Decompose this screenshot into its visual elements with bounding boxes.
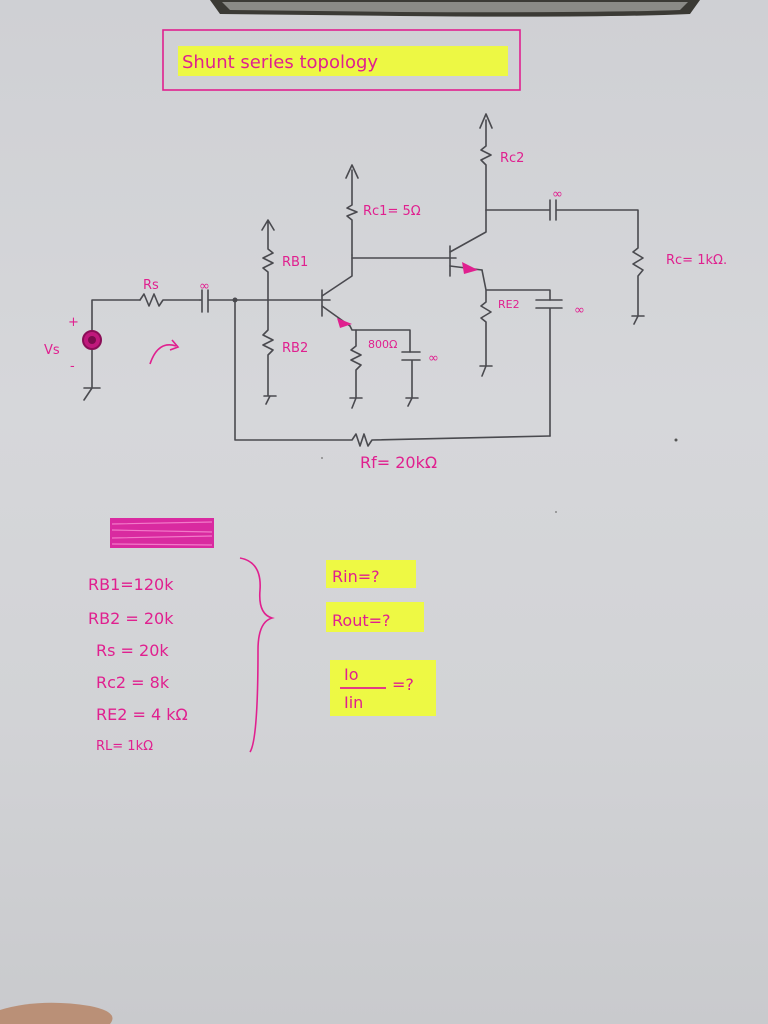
device-edge [210, 0, 700, 17]
given-rb2: RB2 = 20k [88, 609, 174, 628]
label-cap-in: ∞ [199, 279, 210, 294]
given-rb1: RB1=120k [88, 575, 174, 594]
questions: Rin=? Rout=? Io Iin =? [326, 560, 436, 716]
title-text: Shunt series topology [182, 52, 378, 73]
label-rb1: RB1 [282, 255, 308, 270]
question-rout: Rout=? [332, 611, 391, 630]
question-iin: Iin [344, 693, 363, 712]
label-re1: 800Ω [368, 338, 397, 351]
question-ratio-eq: =? [392, 675, 414, 694]
label-vs: Vs [44, 343, 60, 358]
label-ce2: ∞ [574, 303, 585, 318]
label-rc1: Rc1= 5Ω [363, 204, 421, 219]
given-values: RB1=120k RB2 = 20k Rs = 20k Rc2 = 8k RE2… [88, 575, 188, 754]
given-rl: RL= 1kΩ [96, 739, 153, 754]
given-rs: Rs = 20k [96, 641, 169, 660]
scribbled-heading [110, 518, 214, 548]
label-ce1: ∞ [428, 351, 439, 366]
question-io: Io [344, 665, 359, 684]
label-rc2: Rc2 [500, 151, 524, 166]
given-re2: RE2 = 4 kΩ [96, 705, 188, 724]
circuit-wires [83, 113, 645, 447]
title-box: Shunt series topology [162, 29, 521, 91]
label-rs: Rs [143, 278, 159, 293]
label-vs-plus: + [68, 315, 79, 330]
question-rin: Rin=? [332, 567, 380, 586]
label-re2: RE2 [498, 298, 520, 311]
label-rl: Rc= 1kΩ. [666, 253, 727, 268]
emitter-arrows [337, 262, 478, 328]
label-cap-out: ∞ [552, 187, 563, 202]
curly-brace [239, 557, 275, 753]
component-labels: Rs ∞ RB1 RB2 Rc1= 5Ω 800Ω ∞ Rc2 ∞ Rc= 1k… [44, 151, 727, 472]
label-rb2: RB2 [282, 341, 308, 356]
label-vs-minus: - [70, 359, 75, 374]
finger [0, 1002, 113, 1024]
label-rf: Rf= 20kΩ [360, 453, 437, 472]
given-rc2: Rc2 = 8k [96, 673, 170, 692]
voltage-source-symbol [82, 330, 180, 365]
